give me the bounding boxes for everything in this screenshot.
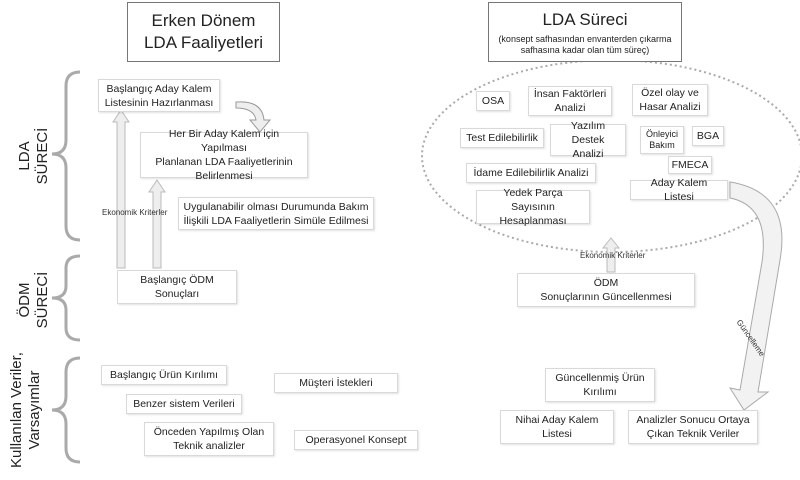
- sustainability-box: İdame Edilebilirlik Analizi: [466, 163, 596, 183]
- operational-concept-box: Operasyonel Konsept: [294, 430, 418, 450]
- odm-brace: [51, 254, 81, 342]
- right-title-box: LDA Süreci (konsept safhasından envanter…: [488, 2, 682, 62]
- testability-box: Test Edilebilirlik: [460, 128, 544, 148]
- odm-update-box: ÖDM Sonuçlarının Güncellenmesi: [517, 273, 695, 307]
- preventive-maint-box: Önleyici Bakım: [640, 126, 684, 154]
- left-title: Erken Dönem LDA Faaliyetleri: [143, 11, 264, 52]
- final-list-box: Nihai Aday Kalem Listesi: [500, 410, 614, 444]
- human-factors-box: İnsan Faktörleri Analizi: [528, 86, 612, 116]
- tech-data-box: Analizler Sonucu Ortaya Çıkan Teknik Ver…: [628, 410, 758, 444]
- diagram-graphics: [51, 59, 800, 464]
- maintenance-sim-box: Uygulanabilir olması Durumunda Bakım İli…: [178, 197, 374, 230]
- software-support-box: Yazılım Destek Analizi: [550, 120, 626, 160]
- prior-analyses-box: Önceden Yapılmış Olan Teknik analizler: [144, 422, 274, 456]
- econ-arrow-right: [601, 237, 621, 273]
- econ-criteria-right: Ekonomik Kriterler: [580, 251, 646, 260]
- initial-odm-box: Başlangıç ÖDM Sonuçları: [117, 270, 237, 304]
- candidate-list-right-box: Aday Kalem Listesi: [630, 177, 728, 203]
- fmeca-box: FMECA: [668, 156, 712, 174]
- side-label-inputs: Kullanılan Veriler, Varsayımlar: [8, 352, 43, 468]
- similar-system-box: Benzer sistem Verileri: [126, 394, 242, 414]
- side-label-odm: ÖDM SÜRECİ: [16, 271, 51, 329]
- initial-breakdown-box: Başlangıç Ürün Kırılımı: [101, 365, 227, 385]
- curved-arrow: [235, 101, 272, 133]
- planned-activities-box: Her Bir Aday Kalem için Yapılması Planla…: [140, 128, 308, 182]
- econ-arrow-short: [148, 179, 166, 269]
- updated-breakdown-box: Güncellenmiş Ürün Kırılımı: [545, 368, 655, 402]
- update-arrow: [728, 181, 783, 411]
- candidate-list-box: Başlangıç Aday Kalem Listesinin Hazırlan…: [98, 79, 220, 112]
- right-subtitle: (konsept safhasından envanterden çıkarma…: [498, 33, 672, 55]
- econ-arrow-long: [112, 109, 130, 269]
- econ-criteria-left: Ekonomik Kriterler: [102, 208, 168, 217]
- inputs-brace: [51, 356, 81, 464]
- spare-parts-box: Yedek Parça Sayısının Hesaplanması: [476, 187, 590, 227]
- bga-box: BGA: [692, 126, 724, 146]
- lda-brace: [51, 70, 81, 242]
- right-title: LDA Süreci: [542, 9, 628, 29]
- osa-box: OSA: [476, 91, 510, 111]
- left-title-box: Erken Dönem LDA Faaliyetleri: [127, 2, 280, 62]
- special-event-box: Özel olay ve Hasar Analizi: [632, 84, 708, 116]
- customer-requests-box: Müşteri İstekleri: [274, 373, 398, 393]
- side-label-lda: LDA SÜRECİ: [16, 127, 51, 185]
